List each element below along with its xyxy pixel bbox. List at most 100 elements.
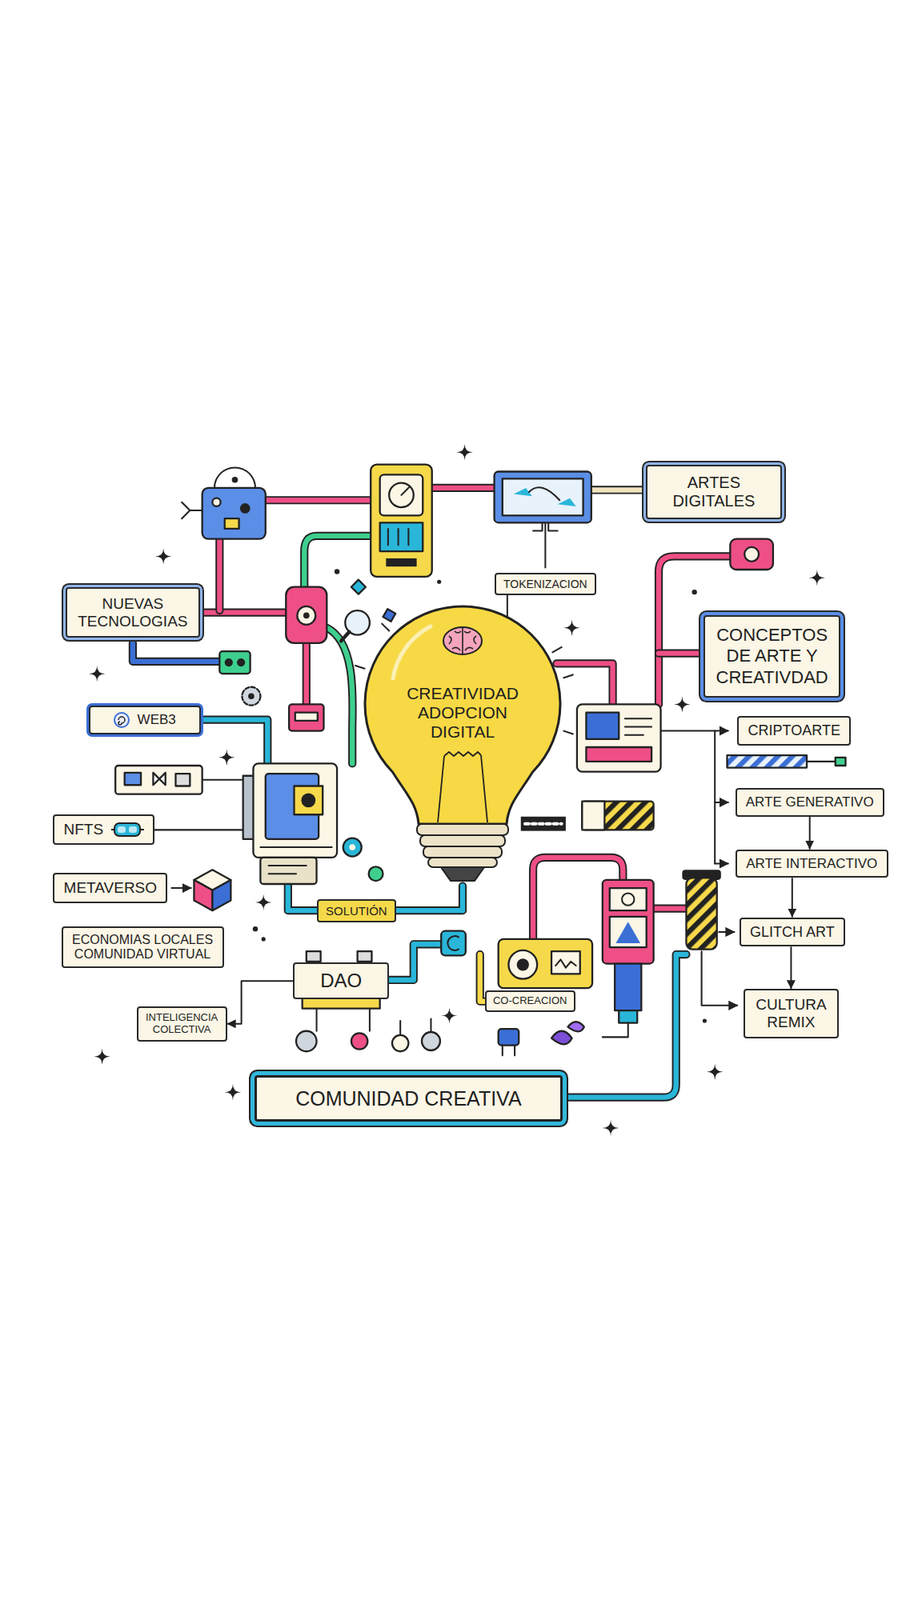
machine (447, 936, 459, 951)
illustration (88, 444, 846, 1137)
pipe (265, 496, 371, 505)
sparkle (218, 749, 235, 766)
machine (351, 1033, 368, 1050)
node-text: GLITCH ART (749, 924, 836, 942)
pipe (302, 645, 311, 705)
machine (440, 931, 466, 957)
vr-goggles-icon (117, 826, 126, 834)
machine (380, 474, 424, 516)
lightbulb-shape (354, 602, 571, 891)
bulb-cap (440, 867, 485, 882)
machine (502, 1046, 515, 1057)
machine (380, 522, 424, 552)
machine (252, 763, 337, 858)
node-text: TOKENIZACION (502, 577, 589, 591)
leader-line (714, 862, 729, 865)
pipe (288, 884, 321, 911)
sparkle (691, 589, 697, 595)
pipe (658, 649, 703, 658)
pipe (304, 645, 309, 705)
label-box: METAVERSO (52, 873, 168, 904)
machine (268, 865, 307, 874)
node-text: NUEVAS TECNOLOGIAS (76, 595, 189, 631)
machine (498, 939, 593, 989)
label-box: CRIPTOARTE (737, 716, 851, 746)
pipe (432, 484, 495, 493)
machine (285, 587, 327, 644)
machine (581, 801, 605, 831)
web3-icon (114, 713, 129, 728)
node-text: CULTURA REMIX (754, 996, 828, 1032)
connector-arrow (809, 817, 811, 850)
machine (296, 1031, 317, 1053)
label-box: SOLUTIÓN (316, 899, 397, 923)
pipe (388, 944, 441, 981)
machine (835, 757, 846, 766)
machine (224, 518, 240, 530)
sparkle (440, 1007, 457, 1024)
machine (236, 658, 245, 667)
node-text: DAO (319, 970, 364, 993)
sparkle (255, 894, 272, 911)
pipe (304, 536, 371, 588)
machine (388, 483, 414, 509)
machine (508, 950, 538, 980)
machine (392, 1035, 409, 1052)
pipe (215, 539, 224, 611)
node-text: CONCEPTOS DE ARTE Y CREATIVDAD (714, 625, 830, 689)
web3-icon (118, 717, 125, 726)
label-box: ARTES DIGITALES (645, 465, 782, 520)
label-box: CO-CREACION (485, 990, 576, 1013)
pipe (653, 905, 687, 911)
node-text: ARTE GENERATIVO (745, 794, 875, 811)
leader-line (171, 887, 191, 890)
machine (296, 606, 316, 626)
machine (260, 846, 332, 849)
pipe (216, 539, 222, 611)
machine (115, 765, 202, 795)
label-box: TOKENIZACION (494, 573, 597, 596)
sparkle (88, 444, 826, 1137)
node-text: CO-CREACION (492, 995, 569, 1008)
bulb-text-area: CREATIVIDAD ADOPCION DIGITAL (354, 602, 571, 824)
machine (300, 793, 316, 808)
sparkle (261, 937, 266, 942)
machine (181, 502, 203, 519)
label-box: CONCEPTOS DE ARTE Y CREATIVDAD (703, 615, 841, 698)
bulb-screw (423, 846, 502, 858)
pipe (392, 886, 463, 912)
machine (306, 951, 321, 963)
leader-line (552, 647, 562, 653)
leader-line (563, 674, 573, 678)
leader-line (381, 624, 389, 632)
sparkle (334, 569, 340, 574)
leader-line (152, 829, 243, 831)
machine (212, 880, 231, 911)
leader-line (718, 931, 734, 934)
machine (288, 704, 324, 731)
label-box: CULTURA REMIX (743, 989, 839, 1039)
pipe (326, 628, 353, 765)
machine (214, 467, 256, 489)
node-text: METAVERSO (62, 879, 158, 898)
pipe (591, 487, 646, 493)
label-box: ARTE GENERATIVO (735, 788, 885, 818)
machine (340, 632, 349, 642)
machine (303, 613, 310, 620)
machine (525, 822, 562, 826)
bulb-screw (420, 835, 506, 847)
pipe (288, 884, 321, 911)
machine (618, 1010, 638, 1023)
pipe (132, 488, 730, 1099)
machine (240, 503, 251, 514)
pipe (392, 886, 463, 912)
machine (302, 998, 381, 1010)
leader-line (701, 951, 738, 1007)
machine (517, 958, 530, 971)
machine (585, 747, 652, 762)
leader-line (661, 730, 729, 733)
pipe (326, 628, 353, 765)
leader-line (563, 731, 573, 735)
label-box: INTELIGENCIA COLECTIVA (136, 1006, 228, 1043)
